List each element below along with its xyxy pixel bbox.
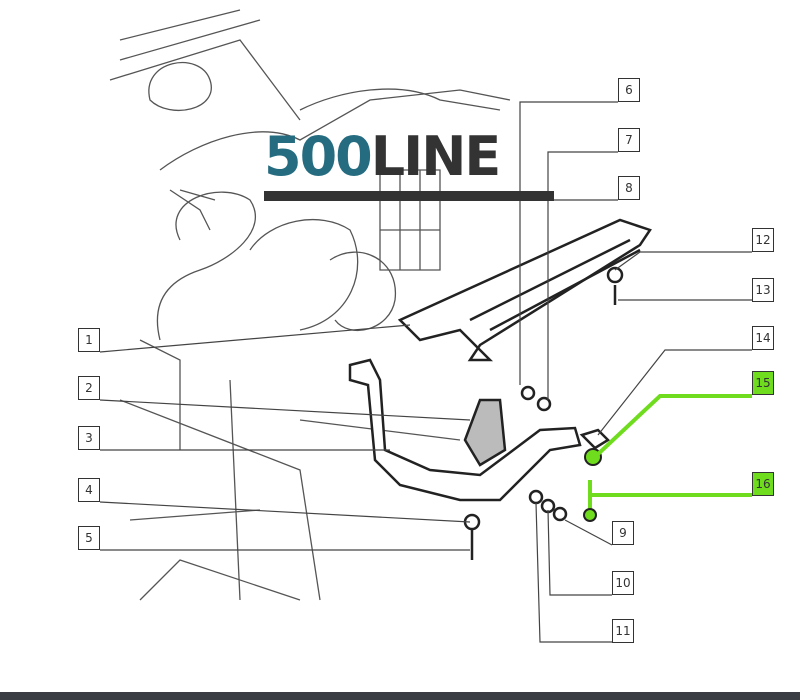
callout-9[interactable]: 9: [612, 521, 634, 545]
logo-part2: LINE: [370, 125, 502, 188]
callout-10[interactable]: 10: [612, 571, 634, 595]
callout-2[interactable]: 2: [78, 376, 100, 400]
callout-13[interactable]: 13: [752, 278, 774, 302]
highlight-leader-lines: [592, 394, 752, 497]
callout-11[interactable]: 11: [612, 619, 634, 643]
logo-500line: 500LINE: [264, 125, 502, 188]
callout-3[interactable]: 3: [78, 426, 100, 450]
callout-4[interactable]: 4: [78, 478, 100, 502]
logo-part1: 500: [264, 125, 373, 188]
callout-7[interactable]: 7: [618, 128, 640, 152]
callout-14[interactable]: 14: [752, 326, 774, 350]
logo-underline: [264, 191, 554, 201]
mount-bracket: [348, 266, 624, 560]
callout-6[interactable]: 6: [618, 78, 640, 102]
callout-1[interactable]: 1: [78, 328, 100, 352]
highlighted-parts: [583, 448, 602, 522]
callout-12[interactable]: 12: [752, 228, 774, 252]
callout-15[interactable]: 15: [752, 371, 774, 395]
callout-5[interactable]: 5: [78, 526, 100, 550]
callout-16[interactable]: 16: [752, 472, 774, 496]
bottom-bar: [0, 692, 800, 700]
callout-8[interactable]: 8: [618, 176, 640, 200]
crossmember-upper: [397, 218, 652, 362]
leader-lines: [99, 101, 752, 643]
